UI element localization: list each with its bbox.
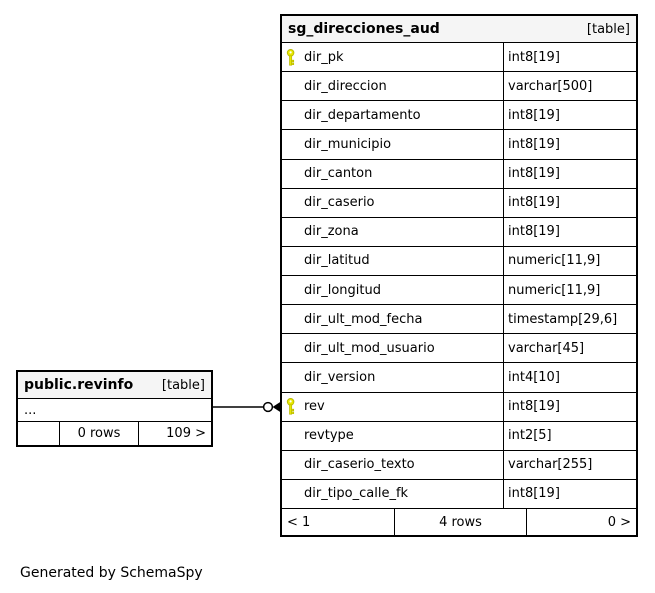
column-type: int8[19] [508, 49, 560, 65]
column-type: varchar[500] [508, 78, 593, 94]
table-row-rev: rev int8[19] [282, 392, 636, 422]
column-name: dir_caserio_texto [304, 457, 415, 473]
key-icon-slot [286, 398, 304, 415]
column-name: dir_municipio [304, 136, 392, 152]
one-to-many-connector-icon [213, 401, 281, 413]
table-row-dir_municipio: dir_municipio int8[19] [282, 130, 636, 160]
main-children-indicator: 0 > [607, 514, 631, 530]
related-table-footer: 0 rows 109 > [18, 422, 211, 445]
column-name-cell: dir_caserio_texto [282, 450, 504, 479]
column-type: numeric[11,9] [508, 282, 601, 298]
column-name-cell: dir_ult_mod_usuario [282, 334, 504, 363]
main-table-type-label: [table] [586, 21, 630, 37]
column-type: varchar[45] [508, 340, 585, 356]
column-name: dir_caserio [304, 195, 375, 211]
column-type: int8[19] [508, 195, 560, 211]
main-table-header[interactable]: sg_direcciones_aud [table] [282, 16, 636, 43]
column-name-cell: dir_longitud [282, 276, 504, 305]
column-name-cell: dir_departamento [282, 101, 504, 130]
main-parents-indicator: < 1 [282, 509, 395, 535]
column-type: int8[19] [508, 166, 560, 182]
main-row-count: 4 rows [395, 509, 527, 535]
table-node-public-revinfo: public.revinfo [table] ... 0 rows 109 > [16, 370, 213, 447]
key-icon [286, 398, 295, 415]
column-type: int8[19] [508, 136, 560, 152]
generator-note: Generated by SchemaSpy [20, 565, 203, 581]
table-row-revtype: revtype int2[5] [282, 421, 636, 451]
table-row-dir_ult_mod_fecha: dir_ult_mod_fecha timestamp[29,6] [282, 305, 636, 335]
related-table-type-label: [table] [161, 377, 205, 393]
table-node-sg-direcciones-aud: sg_direcciones_aud [table] dir_pk int8[1… [280, 14, 638, 537]
column-name: dir_ult_mod_usuario [304, 340, 435, 356]
main-table-rows: dir_pk int8[19] dir_direccion varchar[50… [282, 43, 636, 509]
column-name: dir_version [304, 369, 376, 385]
column-name: dir_pk [304, 49, 344, 65]
column-type: int8[19] [508, 224, 560, 240]
column-name-cell: dir_tipo_calle_fk [282, 479, 504, 508]
main-table-footer: < 1 4 rows 0 > [282, 509, 636, 535]
column-name: dir_canton [304, 166, 373, 182]
column-name: dir_direccion [304, 78, 387, 94]
main-table-title: sg_direcciones_aud [288, 21, 440, 37]
column-name-cell: dir_zona [282, 217, 504, 246]
table-row-dir_zona: dir_zona int8[19] [282, 217, 636, 247]
column-type: int8[19] [508, 107, 560, 123]
column-name: dir_latitud [304, 253, 370, 269]
column-name-cell: dir_caserio [282, 188, 504, 217]
key-icon [286, 48, 295, 66]
column-name-cell: dir_ult_mod_fecha [282, 305, 504, 334]
column-type: numeric[11,9] [508, 253, 601, 269]
table-row-dir_caserio_texto: dir_caserio_texto varchar[255] [282, 450, 636, 480]
related-children-indicator: 109 > [166, 426, 206, 441]
column-name: dir_longitud [304, 282, 381, 298]
column-type: int2[5] [508, 428, 552, 444]
related-table-collapsed-columns: ... [18, 399, 211, 422]
column-name: dir_tipo_calle_fk [304, 486, 409, 502]
related-parents-indicator [18, 422, 60, 445]
column-type: int8[19] [508, 486, 560, 502]
column-name-cell: revtype [282, 421, 504, 450]
column-name-cell: dir_latitud [282, 246, 504, 275]
column-name-cell: dir_canton [282, 159, 504, 188]
column-type: int4[10] [508, 369, 560, 385]
column-name-cell: rev [282, 392, 504, 421]
table-row-dir_ult_mod_usuario: dir_ult_mod_usuario varchar[45] [282, 334, 636, 364]
related-table-header[interactable]: public.revinfo [table] [18, 372, 211, 399]
column-type: int8[19] [508, 399, 560, 415]
column-name: rev [304, 399, 325, 415]
related-row-count: 0 rows [60, 422, 139, 445]
table-row-dir_departamento: dir_departamento int8[19] [282, 101, 636, 131]
column-name-cell: dir_direccion [282, 72, 504, 101]
table-row-dir_canton: dir_canton int8[19] [282, 159, 636, 189]
key-icon-slot [286, 48, 304, 66]
column-name: dir_zona [304, 224, 359, 240]
column-name: revtype [304, 428, 354, 444]
column-name: dir_ult_mod_fecha [304, 311, 423, 327]
column-name-cell: dir_version [282, 363, 504, 392]
table-row-dir_latitud: dir_latitud numeric[11,9] [282, 246, 636, 276]
table-row-dir_pk: dir_pk int8[19] [282, 43, 636, 73]
table-row-dir_tipo_calle_fk: dir_tipo_calle_fk int8[19] [282, 479, 636, 509]
table-row-dir_version: dir_version int4[10] [282, 363, 636, 393]
column-type: varchar[255] [508, 457, 593, 473]
column-type: timestamp[29,6] [508, 311, 618, 327]
table-row-dir_caserio: dir_caserio int8[19] [282, 188, 636, 218]
table-row-dir_direccion: dir_direccion varchar[500] [282, 72, 636, 102]
column-name-cell: dir_municipio [282, 130, 504, 159]
column-name-cell: dir_pk [282, 43, 504, 72]
related-table-title: public.revinfo [24, 377, 134, 393]
table-row-dir_longitud: dir_longitud numeric[11,9] [282, 276, 636, 306]
column-name: dir_departamento [304, 107, 421, 123]
